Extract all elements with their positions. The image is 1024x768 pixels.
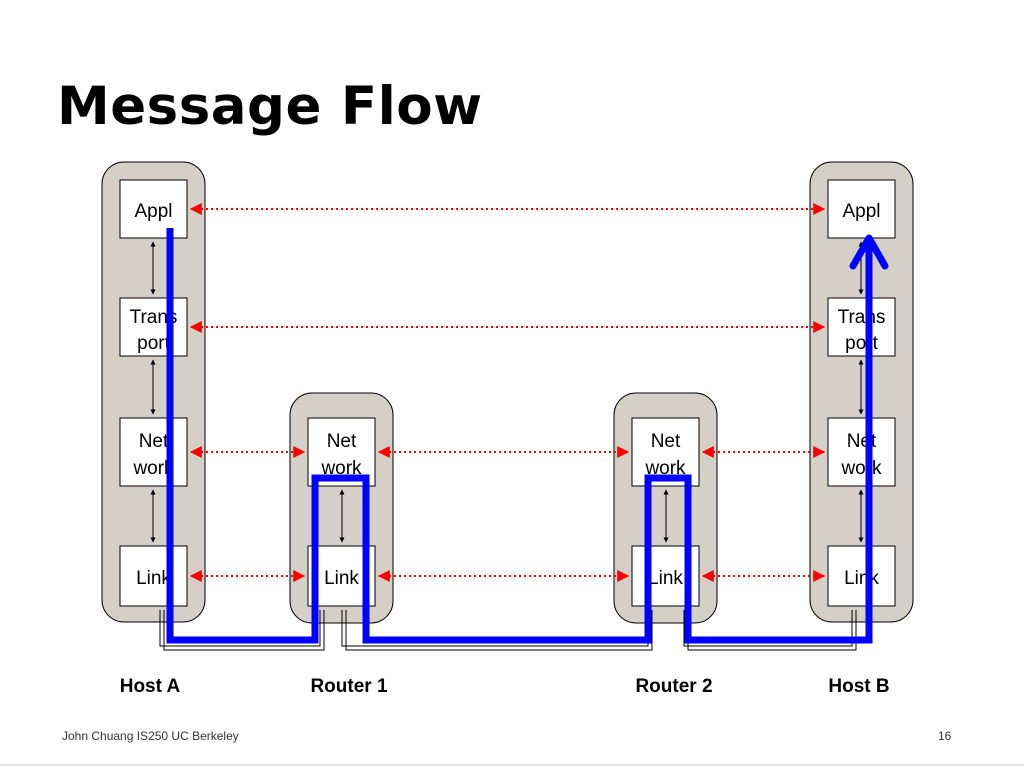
host-b-transport-layer: Trans port [827,297,896,357]
layer-label: port [845,333,878,354]
layer-label: Link [648,568,683,589]
router-1-label: Router 1 [310,676,388,697]
layer-label: work [132,458,174,479]
host-a-transport-layer: Trans port [119,297,188,357]
wire-router-1-router-2 [345,610,653,651]
layer-label: Link [844,568,879,589]
host-b-appl-layer: Appl [827,179,896,239]
wire-router-2-host-b [683,610,853,647]
host-b-network-layer: Net work [827,417,896,487]
message-path-arrowhead [849,234,889,270]
host-b-label: Host B [828,676,889,697]
host-a-label: Host A [120,676,181,697]
wire-host-a-router-1 [159,610,321,647]
bottom-divider [0,764,1024,766]
slide-title: Message Flow [57,76,483,137]
page-number: 16 [938,729,952,743]
layer-label: work [644,458,686,479]
layer-label: Link [136,568,171,589]
layer-label: Net [651,431,681,452]
layer-label: Link [324,568,359,589]
footer-credit: John Chuang IS250 UC Berkeley [62,729,239,743]
message-path [166,228,873,644]
layer-label: Appl [134,201,172,222]
host-a-link-layer: Link [119,545,188,607]
layer-label: port [137,333,170,354]
layer-label: Trans [130,307,178,328]
layer-label: work [840,458,882,479]
layer-label: Net [139,431,169,452]
layer-label: Appl [842,201,880,222]
wire-host-a-router-1 [163,610,325,651]
router-2-label: Router 2 [635,676,712,697]
host-a-network-layer: Net work [119,417,188,487]
layer-label: Net [327,431,357,452]
layer-label: work [320,458,362,479]
host-a-appl-layer: Appl [119,179,188,239]
layer-label: Trans [838,307,886,328]
host-b-link-layer: Link [827,545,896,607]
